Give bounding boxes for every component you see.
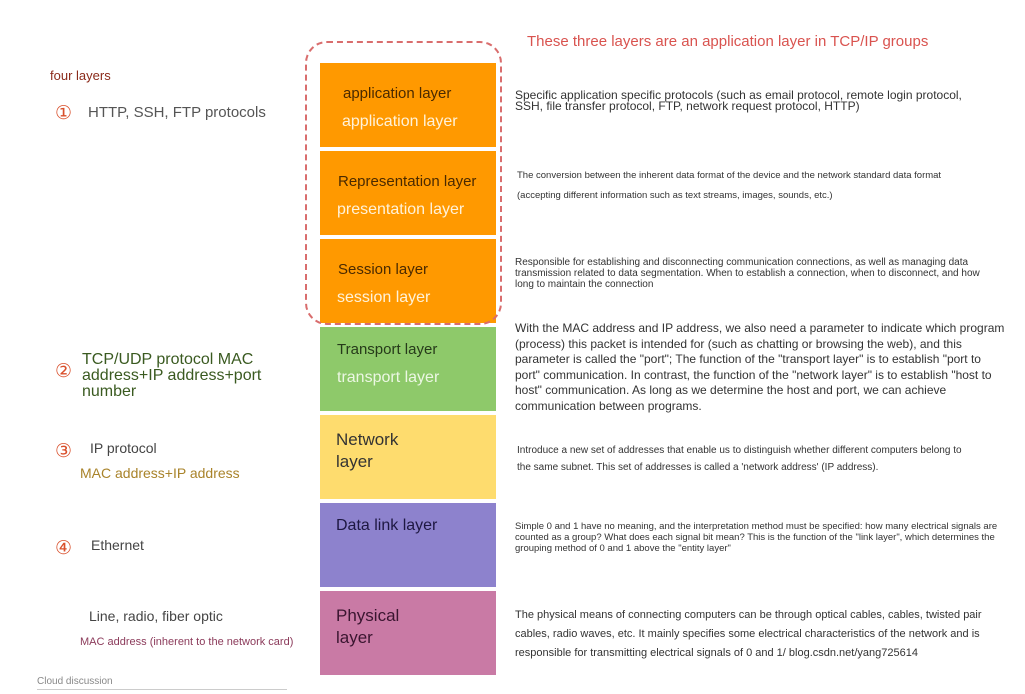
layer-name-application: application layer — [343, 85, 452, 102]
layer-box-application: application layer application layer — [320, 63, 496, 147]
group-sub-3: MAC address+IP address — [80, 465, 240, 481]
group-number-2: ② — [55, 361, 73, 382]
layer-name-transport: Transport layer — [337, 341, 438, 358]
layer-box-network: Network layer — [320, 415, 496, 499]
description-session: Responsible for establishing and disconn… — [515, 257, 980, 290]
description-physical: The physical means of connecting compute… — [515, 609, 982, 659]
description-data-link: Simple 0 and 1 have no meaning, and the … — [515, 521, 998, 554]
group-number-4: ④ — [55, 538, 73, 559]
application-group-outline — [305, 41, 502, 325]
layer-name-physical: Physical layer — [336, 606, 400, 647]
group-label-3: IP protocol — [90, 440, 157, 456]
group-label-4: Ethernet — [91, 537, 144, 553]
layer-name-network: Network layer — [336, 430, 399, 471]
group-number-3: ③ — [55, 441, 73, 462]
description-network: Introduce a new set of addresses that en… — [517, 445, 962, 473]
application-group-note: These three layers are an application la… — [527, 33, 929, 50]
layer-name-data-link: Data link layer — [336, 517, 438, 534]
layer-alt-application: application layer — [342, 113, 458, 130]
layer-alt-presentation: presentation layer — [337, 201, 465, 218]
layer-box-data-link: Data link layer — [320, 503, 496, 587]
layer-alt-transport: transport layer — [337, 369, 440, 386]
group-label-1: HTTP, SSH, FTP protocols — [88, 104, 266, 121]
layer-name-session: Session layer — [338, 261, 429, 278]
description-presentation: The conversion between the inherent data… — [517, 170, 942, 201]
group-label-5: Line, radio, fiber optic — [89, 608, 223, 624]
layer-box-transport: Transport layer transport layer — [320, 327, 496, 411]
layer-name-representation: Representation layer — [338, 173, 477, 190]
watermark-underline — [37, 689, 287, 690]
group-number-1: ① — [55, 103, 73, 124]
description-transport: With the MAC address and IP address, we … — [515, 321, 1005, 413]
watermark: Cloud discussion — [37, 676, 113, 687]
four-layers-label: four layers — [50, 68, 111, 83]
layer-box-presentation: Representation layer presentation layer — [320, 151, 496, 235]
layer-box-session: Session layer session layer — [320, 239, 496, 323]
description-application: Specific application specific protocols … — [515, 88, 962, 113]
layer-alt-session: session layer — [337, 289, 431, 306]
layer-box-physical: Physical layer — [320, 591, 496, 675]
group-label-2: TCP/UDP protocol MAC address+IP address+… — [82, 351, 262, 400]
group-sub-5: MAC address (inherent to the network car… — [80, 636, 294, 648]
